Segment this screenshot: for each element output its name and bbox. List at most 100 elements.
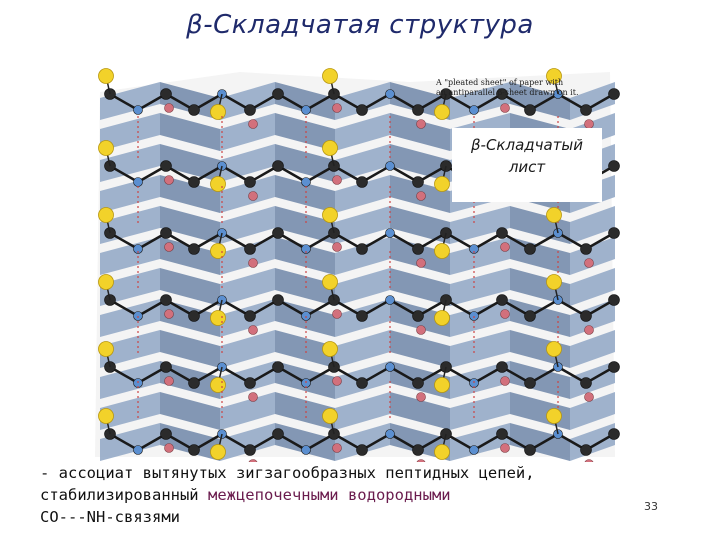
callout-line-2: лист [508, 158, 546, 176]
oxygen-atom [248, 325, 258, 335]
backbone-atom [524, 310, 536, 322]
oxygen-atom [500, 443, 510, 453]
backbone-atom [188, 377, 200, 389]
side-chain-atom [434, 377, 450, 393]
backbone-atom [244, 310, 256, 322]
backbone-atom [356, 243, 368, 255]
description-line-1: - ассоциат вытянутых зигзагообразных пеп… [40, 464, 535, 482]
pleat-strip [275, 237, 335, 275]
oxygen-atom [248, 258, 258, 268]
oxygen-atom [248, 392, 258, 402]
pleat-strip [335, 330, 390, 368]
oxygen-atom [500, 376, 510, 386]
pleat-strip [160, 113, 220, 151]
pleat-strip [570, 237, 615, 275]
pleat-strip [275, 144, 335, 182]
pleat-strip [335, 268, 390, 306]
backbone-atom [580, 104, 592, 116]
backbone-atom [160, 160, 172, 172]
side-chain-atom [434, 444, 450, 460]
pleat-strip [510, 423, 570, 461]
backbone-atom [160, 428, 172, 440]
backbone-atom [469, 105, 479, 115]
pleat-strip [100, 392, 160, 430]
oxygen-atom [332, 309, 342, 319]
oxygen-atom [584, 459, 594, 462]
backbone-atom [412, 104, 424, 116]
backbone-atom [272, 294, 284, 306]
backbone-atom [412, 176, 424, 188]
pleat-strip [275, 206, 335, 244]
side-chain-atom [98, 341, 114, 357]
backbone-atom [412, 444, 424, 456]
pleat-strip [220, 423, 275, 461]
oxygen-atom [416, 191, 426, 201]
backbone-atom [133, 244, 143, 254]
side-chain-atom [322, 68, 338, 84]
pleat-strip [450, 206, 510, 244]
backbone-atom [469, 445, 479, 455]
pleat-strip [335, 206, 390, 244]
oxygen-atom [332, 242, 342, 252]
side-chain-atom [546, 341, 562, 357]
backbone-atom [524, 377, 536, 389]
pleat-strip [510, 82, 570, 120]
pleat-strip [100, 361, 160, 399]
pleat-strip [570, 330, 615, 368]
side-chain-atom [210, 104, 226, 120]
pleat-strip [335, 237, 390, 275]
pleat-strip [390, 206, 450, 244]
pleat-strip [160, 392, 220, 430]
backbone-atom [385, 429, 395, 439]
slide-title: β-Складчатая структура [186, 10, 534, 40]
backbone-atom [244, 104, 256, 116]
pleat-strip [335, 175, 390, 213]
backbone-atom [356, 176, 368, 188]
oxygen-atom [332, 175, 342, 185]
backbone-atom [133, 105, 143, 115]
pleat-strip [220, 330, 275, 368]
backbone-atom [160, 88, 172, 100]
figure-caption-line-2: an antiparallel β-sheet drawn on it. [436, 88, 579, 97]
pleat-strip [275, 268, 335, 306]
side-chain-atom [434, 243, 450, 259]
oxygen-atom [164, 175, 174, 185]
backbone-atom [496, 428, 508, 440]
side-chain-atom [98, 207, 114, 223]
pleat-strip [390, 268, 450, 306]
oxygen-atom [248, 119, 258, 129]
description-highlight: межцепочечными водородными [207, 486, 451, 504]
pleat-strip [570, 206, 615, 244]
backbone-atom [580, 444, 592, 456]
backbone-atom [385, 295, 395, 305]
pleat-strip [220, 82, 275, 120]
oxygen-atom [164, 309, 174, 319]
backbone-atom [412, 310, 424, 322]
backbone-atom [133, 445, 143, 455]
description-line-2-prefix: стабилизированный [40, 486, 208, 504]
backbone-atom [244, 377, 256, 389]
oxygen-atom [332, 376, 342, 386]
beta-sheet-figure [90, 62, 620, 462]
pleat-strip [220, 113, 275, 151]
pleat-strip [100, 299, 160, 337]
side-chain-atom [322, 274, 338, 290]
backbone-atom [301, 105, 311, 115]
backbone-atom [496, 227, 508, 239]
side-chain-atom [546, 408, 562, 424]
pleat-strip [450, 237, 510, 275]
backbone-atom [272, 227, 284, 239]
side-chain-atom [546, 207, 562, 223]
side-chain-atom [210, 310, 226, 326]
pleat-strip [570, 299, 615, 337]
pleat-strip [570, 392, 615, 430]
pleat-strip [335, 423, 390, 461]
backbone-atom [356, 377, 368, 389]
side-chain-atom [434, 176, 450, 192]
backbone-atom [188, 310, 200, 322]
callout-line-1: β-Складчатый [470, 136, 584, 154]
pleat-strip [510, 361, 570, 399]
beta-sheet-callout: β-Складчатый лист [452, 128, 602, 202]
backbone-atom [580, 310, 592, 322]
pleat-strip [275, 82, 335, 120]
